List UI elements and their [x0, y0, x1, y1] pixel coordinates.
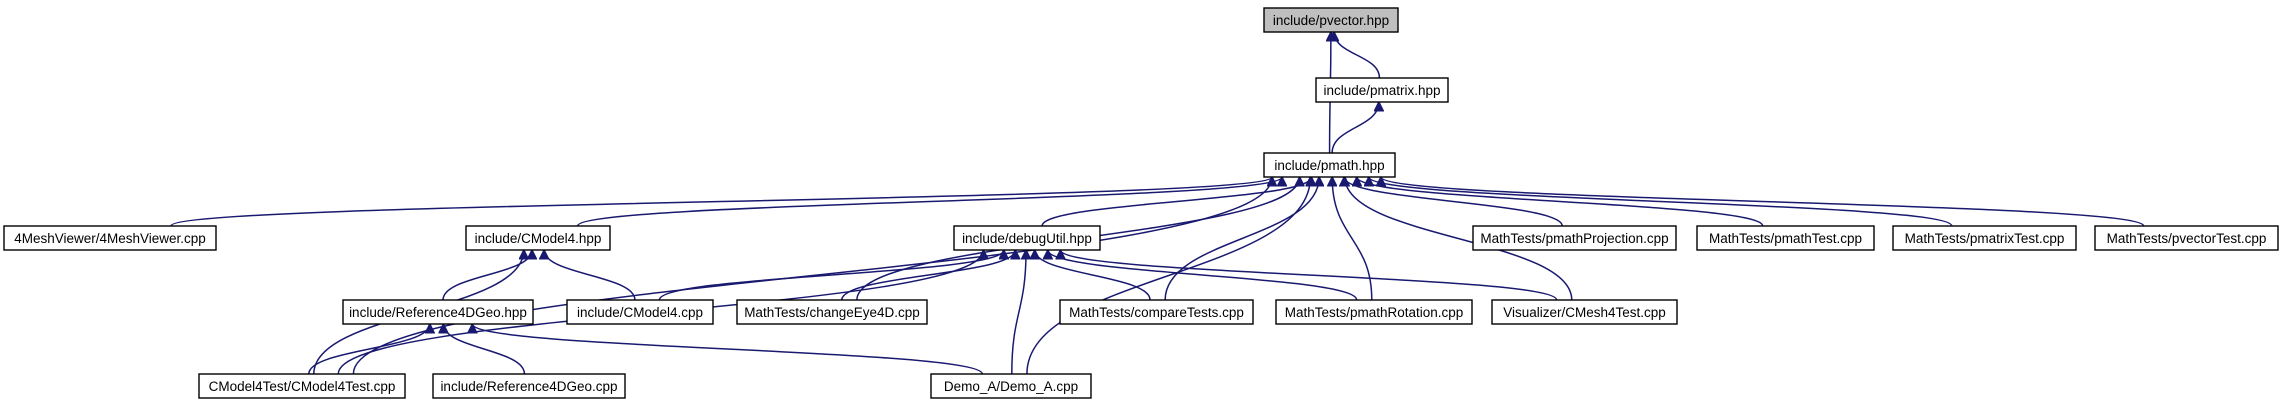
node-box-pvector[interactable]	[1263, 7, 1399, 33]
node-pmathprojection[interactable]: MathTests/pmathProjection.cpp	[1472, 225, 1677, 251]
edge-comparetests-to-debugutil	[1035, 250, 1151, 301]
edge-pmatrix-to-pvector	[1334, 32, 1381, 79]
node-pmatrix[interactable]: include/pmatrix.hpp	[1315, 77, 1449, 103]
node-demoa[interactable]: Demo_A/Demo_A.cpp	[930, 373, 1092, 399]
node-label-cmodel4test: CModel4Test/CModel4Test.cpp	[209, 379, 396, 394]
node-pvector[interactable]: include/pvector.hpp	[1263, 7, 1399, 33]
node-box-pmath[interactable]	[1263, 152, 1396, 178]
edge-comparetests-to-pmath	[1164, 177, 1319, 301]
node-pmathtest[interactable]: MathTests/pmathTest.cpp	[1696, 225, 1875, 251]
edge-pvectortest-to-pmath	[1381, 176, 2145, 227]
node-box-debugutil[interactable]	[953, 225, 1101, 251]
node-cmesh4test[interactable]: Visualizer/CMesh4Test.cpp	[1491, 299, 1678, 325]
node-pmatrixtest[interactable]: MathTests/pmatrixTest.cpp	[1892, 225, 2077, 251]
edge-cmodel4cpp-to-cmodel4hpp	[544, 250, 636, 301]
node-label-pmatrix: include/pmatrix.hpp	[1323, 83, 1440, 98]
edge-demoa-to-debugutil	[1011, 250, 1026, 375]
node-label-cmesh4test: Visualizer/CMesh4Test.cpp	[1503, 305, 1666, 320]
edge-cmodel4hpp-to-pmath	[576, 176, 1282, 227]
node-debugutil[interactable]: include/debugUtil.hpp	[953, 225, 1101, 251]
node-ref4dgeohpp[interactable]: include/Reference4DGeo.hpp	[342, 299, 534, 325]
edge-cmesh4test-to-debugutil	[1060, 249, 1558, 301]
node-cmodel4hpp[interactable]: include/CModel4.hpp	[465, 225, 611, 251]
edge-ref4dgeohpp-to-cmodel4hpp	[442, 250, 532, 301]
node-box-demoa[interactable]	[930, 373, 1092, 399]
edge-demoa-to-pmath	[1026, 177, 1310, 375]
edge-demoa-to-ref4dgeohpp	[472, 323, 984, 375]
edge-pmathrotation-to-pmath	[1332, 177, 1373, 301]
node-label-meshviewer: 4MeshViewer/4MeshViewer.cpp	[14, 231, 206, 246]
node-label-ref4dgeocpp: include/Reference4DGeo.cpp	[440, 379, 617, 394]
node-box-ref4dgeocpp[interactable]	[432, 373, 626, 399]
node-ref4dgeocpp[interactable]: include/Reference4DGeo.cpp	[432, 373, 626, 399]
node-box-pmathtest[interactable]	[1696, 225, 1875, 251]
node-box-pmatrix[interactable]	[1315, 77, 1449, 103]
node-changeeye[interactable]: MathTests/changeEye4D.cpp	[736, 299, 928, 325]
edge-pmathtest-to-pmath	[1357, 176, 1764, 227]
edge-pmath-to-pmatrix	[1331, 102, 1379, 154]
node-label-pvector: include/pvector.hpp	[1273, 13, 1389, 28]
node-label-cmodel4hpp: include/CModel4.hpp	[475, 231, 602, 246]
node-pvectortest[interactable]: MathTests/pvectorTest.cpp	[2094, 225, 2279, 251]
edge-pmatrixtest-to-pmath	[1369, 176, 1953, 227]
node-label-changeeye: MathTests/changeEye4D.cpp	[744, 305, 920, 320]
edge-pmathprojection-to-pmath	[1344, 177, 1563, 227]
node-label-pmathtest: MathTests/pmathTest.cpp	[1709, 231, 1862, 246]
node-box-pmatrixtest[interactable]	[1892, 225, 2077, 251]
node-label-debugutil: include/debugUtil.hpp	[962, 231, 1092, 246]
node-label-demoa: Demo_A/Demo_A.cpp	[944, 379, 1078, 394]
node-box-ref4dgeohpp[interactable]	[342, 299, 534, 325]
node-box-cmodel4cpp[interactable]	[566, 299, 714, 325]
edge-cmodel4test-to-pmath	[352, 177, 1272, 375]
node-box-cmesh4test[interactable]	[1491, 299, 1678, 325]
node-box-pmathprojection[interactable]	[1472, 225, 1677, 251]
node-label-comparetests: MathTests/compareTests.cpp	[1069, 305, 1244, 320]
node-pmath[interactable]: include/pmath.hpp	[1263, 152, 1396, 178]
nodes-layer: include/pvector.hpp include/pmatrix.hpp in…	[3, 7, 2279, 399]
node-cmodel4cpp[interactable]: include/CModel4.cpp	[566, 299, 714, 325]
node-box-cmodel4test[interactable]	[198, 373, 406, 399]
node-box-pvectortest[interactable]	[2094, 225, 2279, 251]
edge-ref4dgeocpp-to-ref4dgeohpp	[443, 324, 526, 375]
node-box-comparetests[interactable]	[1059, 299, 1254, 325]
node-label-pmathrotation: MathTests/pmathRotation.cpp	[1285, 305, 1464, 320]
edge-cmesh4test-to-pmath	[1345, 177, 1573, 301]
node-comparetests[interactable]: MathTests/compareTests.cpp	[1059, 299, 1254, 325]
node-box-pmathrotation[interactable]	[1275, 299, 1473, 325]
node-pmathrotation[interactable]: MathTests/pmathRotation.cpp	[1275, 299, 1473, 325]
node-box-meshviewer[interactable]	[3, 225, 217, 251]
node-label-ref4dgeohpp: include/Reference4DGeo.hpp	[349, 305, 527, 320]
node-label-cmodel4cpp: include/CModel4.cpp	[577, 305, 703, 320]
node-label-pmath: include/pmath.hpp	[1274, 158, 1384, 173]
node-box-cmodel4hpp[interactable]	[465, 225, 611, 251]
node-label-pmathprojection: MathTests/pmathProjection.cpp	[1480, 231, 1668, 246]
edge-meshviewer-to-pmath	[170, 177, 1272, 227]
node-cmodel4test[interactable]: CModel4Test/CModel4Test.cpp	[198, 373, 406, 399]
node-meshviewer[interactable]: 4MeshViewer/4MeshViewer.cpp	[3, 225, 217, 251]
node-label-pvectortest: MathTests/pvectorTest.cpp	[2107, 231, 2267, 246]
node-box-changeeye[interactable]	[736, 299, 928, 325]
edge-cmodel4test-to-ref4dgeohpp	[308, 324, 430, 375]
node-label-pmatrixtest: MathTests/pmatrixTest.cpp	[1905, 231, 2065, 246]
